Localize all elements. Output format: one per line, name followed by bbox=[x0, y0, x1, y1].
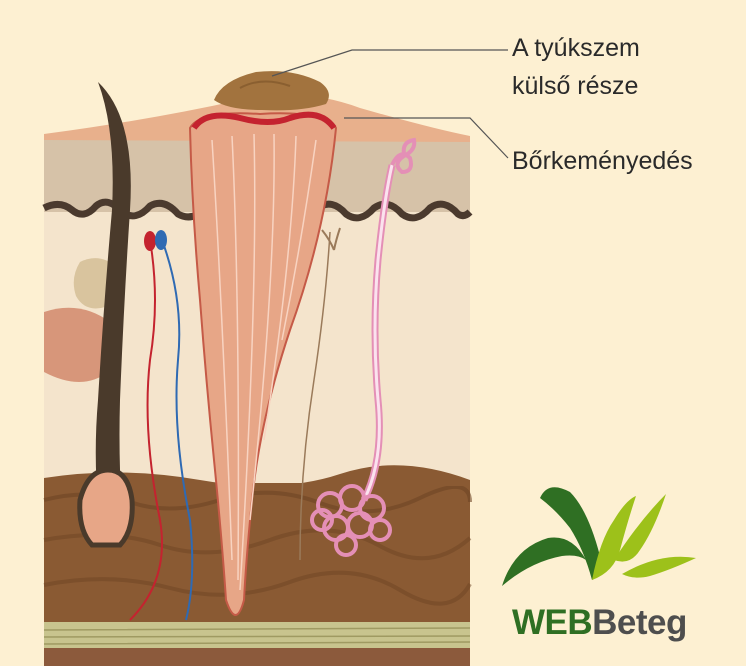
vein-end bbox=[155, 230, 167, 250]
label-callus: Bőrkeményedés bbox=[512, 145, 693, 177]
label-corn-outer-part-line-2: külső része bbox=[512, 70, 638, 102]
leader-outer-part bbox=[272, 50, 508, 76]
label-corn-outer-part-line-1: A tyúkszem bbox=[512, 32, 640, 64]
webbeteg-logo-mark bbox=[502, 487, 696, 586]
logo-text-web: WEB bbox=[512, 603, 592, 642]
corn-outer-part bbox=[214, 71, 329, 110]
artery-end bbox=[144, 231, 156, 251]
logo-text-beteg: Beteg bbox=[592, 603, 687, 642]
webbeteg-logo-text: WEBBeteg bbox=[512, 603, 687, 643]
hair-follicle bbox=[80, 470, 133, 545]
